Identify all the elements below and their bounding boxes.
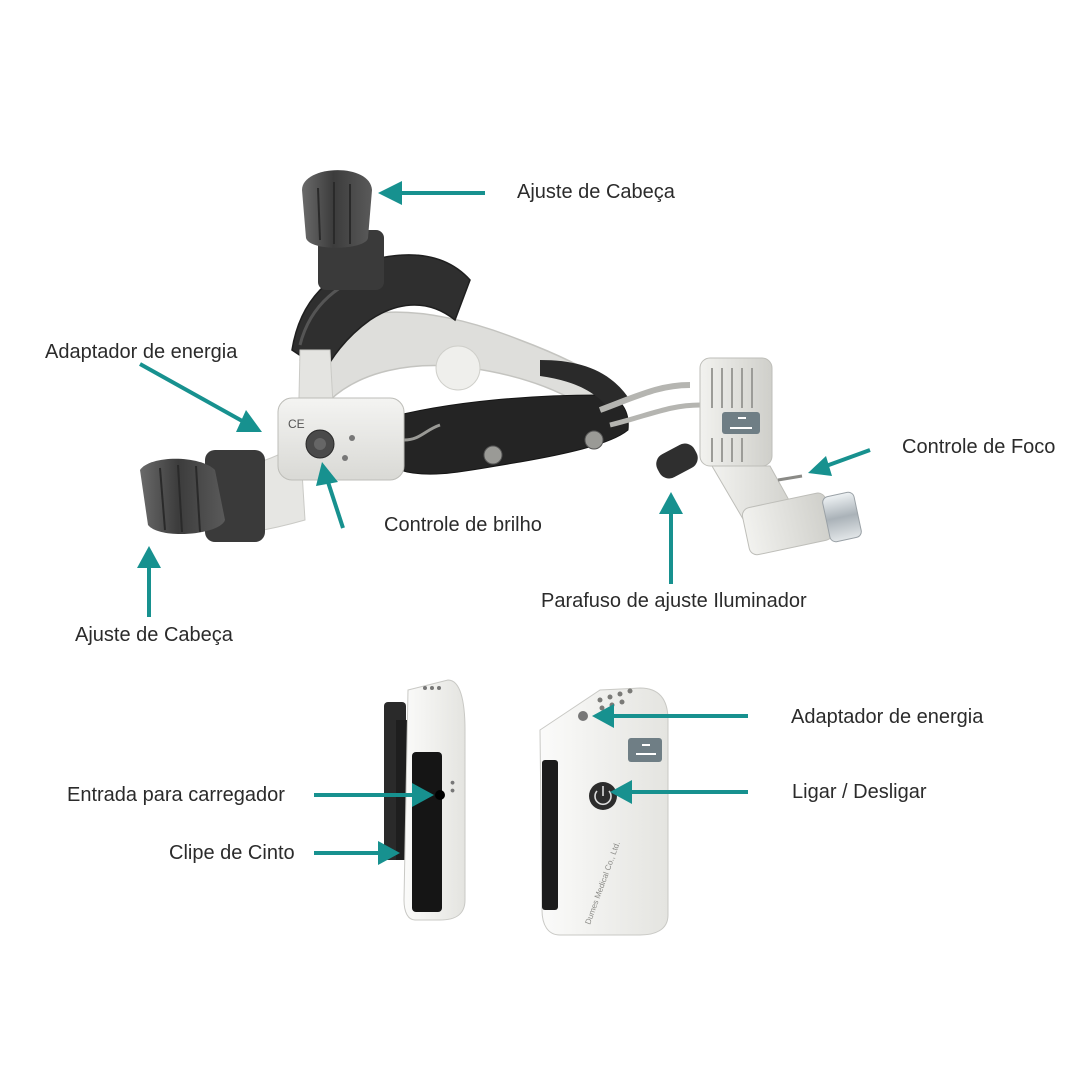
power-adapter-port bbox=[578, 711, 588, 721]
brand-badge-icon bbox=[628, 738, 662, 762]
arrow-power-adapter-left bbox=[139, 362, 262, 432]
label-focus-control: Controle de Foco bbox=[902, 436, 1056, 458]
arrow-illuminator-screw bbox=[659, 492, 683, 584]
label-belt-clip: Clipe de Cinto bbox=[169, 842, 295, 864]
arrow-head-adjust-bottom bbox=[137, 546, 161, 617]
label-illuminator-screw: Parafuso de ajuste Iluminador bbox=[541, 590, 807, 612]
brand-badge-icon bbox=[722, 412, 760, 434]
label-charger-input: Entrada para carregador bbox=[67, 784, 285, 806]
label-brightness-control: Controle de brilho bbox=[384, 514, 542, 536]
arrow-charger-input bbox=[314, 783, 434, 807]
illuminator-screw bbox=[656, 443, 698, 479]
label-head-adjust-top: Ajuste de Cabeça bbox=[517, 181, 675, 203]
label-power-adapter-left: Adaptador de energia bbox=[45, 341, 238, 363]
main-leather-band bbox=[379, 394, 629, 475]
charger-port bbox=[435, 790, 445, 800]
lens-ring bbox=[822, 491, 862, 543]
arrow-head-adjust-top bbox=[378, 181, 485, 205]
battery-pack-front: Dumes Medical Co., Ltd. bbox=[539, 687, 669, 936]
illuminator-lamp bbox=[656, 357, 862, 556]
label-power-adapter-right: Adaptador de energia bbox=[791, 706, 984, 728]
callout-arrows bbox=[137, 181, 871, 865]
arrow-brightness-control bbox=[316, 462, 345, 529]
label-on-off: Ligar / Desligar bbox=[792, 781, 927, 803]
arrow-power-adapter-right bbox=[592, 704, 748, 728]
arrow-belt-clip bbox=[314, 841, 400, 865]
ce-mark: CE bbox=[288, 417, 305, 431]
top-head-knob bbox=[302, 170, 384, 290]
control-module: CE bbox=[277, 397, 441, 481]
label-head-adjust-bottom: Ajuste de Cabeça bbox=[75, 624, 233, 646]
svg-text:● ●: ● ● bbox=[448, 780, 458, 793]
arrow-on-off bbox=[610, 780, 748, 804]
headband-device: CE bbox=[140, 170, 862, 556]
arrow-focus-control bbox=[808, 448, 871, 476]
rear-head-knob bbox=[140, 450, 265, 542]
